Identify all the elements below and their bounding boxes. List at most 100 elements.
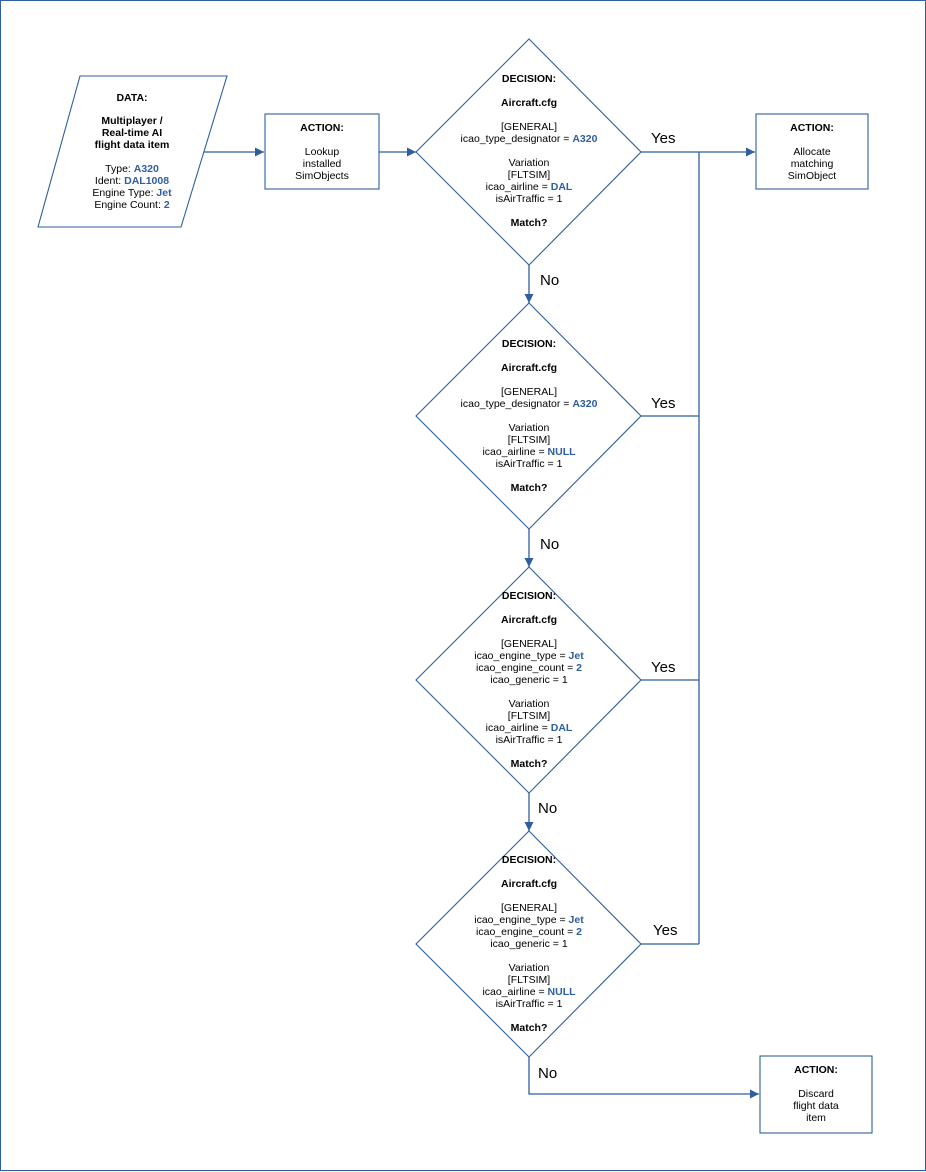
- lookup-action-line-3: SimObjects: [295, 170, 349, 182]
- data-field-engine-type: Engine Type: Jet: [92, 187, 172, 199]
- decision-1-yes-label: Yes: [651, 130, 675, 147]
- decision-2-airline-label: icao_airline =: [482, 446, 547, 458]
- data-field-type-label: Type:: [105, 163, 134, 175]
- decision-2: DECISION: Aircraft.cfg [GENERAL] icao_ty…: [415, 302, 642, 530]
- decision-2-no-label: No: [540, 536, 559, 553]
- data-field-engine-count-value: 2: [164, 199, 170, 211]
- allocate-action-line-3: SimObject: [788, 170, 837, 182]
- decision-2-cfg: Aircraft.cfg: [501, 362, 557, 374]
- decision-3-no-label: No: [538, 800, 557, 817]
- lookup-action-title: ACTION:: [300, 122, 344, 134]
- discard-action-title: ACTION:: [794, 1064, 838, 1076]
- decision-4-yes-label: Yes: [653, 922, 677, 939]
- data-field-engine-type-value: Jet: [156, 187, 172, 199]
- discard-action-box: ACTION: Discard flight data item: [759, 1055, 873, 1134]
- decision-1-fltsim: [FLTSIM]: [508, 169, 550, 181]
- decision-2-variation: Variation: [509, 422, 550, 434]
- decision-2-fltsim: [FLTSIM]: [508, 434, 550, 446]
- discard-action-line-2: flight data: [793, 1100, 839, 1112]
- decision-2-question: Match?: [511, 482, 548, 494]
- decision-3-cfg: Aircraft.cfg: [501, 614, 557, 626]
- decision-3-question: Match?: [511, 758, 548, 770]
- allocate-action-rect: [755, 113, 869, 190]
- decision-3-general-row-2: icao_engine_count = 2: [476, 662, 582, 674]
- decision-4-general-row-2: icao_engine_count = 2: [476, 926, 582, 938]
- decision-1-general-row-1-label: icao_type_designator =: [461, 133, 573, 145]
- decision-1-airline-value: DAL: [551, 181, 573, 193]
- arrow-decision-4-no: [528, 1057, 759, 1099]
- data-field-ident-label: Ident:: [95, 175, 124, 187]
- allocate-action-line-1: Allocate: [793, 146, 831, 158]
- decision-1-variation: Variation: [509, 157, 550, 169]
- data-field-engine-count: Engine Count: 2: [94, 199, 169, 211]
- decision-4-general-row-2-value: 2: [576, 926, 582, 938]
- data-field-type: Type: A320: [105, 163, 159, 175]
- decision-4-question: Match?: [511, 1022, 548, 1034]
- decision-4-airline: icao_airline = NULL: [482, 986, 576, 998]
- decision-4: DECISION: Aircraft.cfg [GENERAL] icao_en…: [415, 830, 642, 1058]
- decision-2-air-traffic: isAirTraffic = 1: [496, 458, 563, 470]
- data-box: DATA: Multiplayer / Real-time AI flight …: [37, 75, 228, 228]
- decision-3-general-row-1: icao_engine_type = Jet: [474, 650, 584, 662]
- decision-4-no-label: No: [538, 1065, 557, 1082]
- discard-action-line-1: Discard: [798, 1088, 834, 1100]
- decision-4-variation: Variation: [509, 962, 550, 974]
- decision-2-title: DECISION:: [502, 338, 556, 350]
- decision-4-general-header: [GENERAL]: [501, 902, 557, 914]
- data-line-2: Real-time AI: [102, 127, 162, 139]
- decision-3-general-row-1-value: Jet: [569, 650, 585, 662]
- decision-4-general-row-2-label: icao_engine_count =: [476, 926, 576, 938]
- decision-3-variation: Variation: [509, 698, 550, 710]
- lookup-action-rect: [264, 113, 380, 190]
- decision-3-fltsim: [FLTSIM]: [508, 710, 550, 722]
- decision-3-airline-label: icao_airline =: [486, 722, 551, 734]
- decision-1-title: DECISION:: [502, 73, 556, 85]
- decision-3: DECISION: Aircraft.cfg [GENERAL] icao_en…: [415, 566, 642, 794]
- decision-1-no-label: No: [540, 272, 559, 289]
- data-field-engine-count-label: Engine Count:: [94, 199, 163, 211]
- connectors: [204, 147, 759, 1099]
- decision-4-general-row-1: icao_engine_type = Jet: [474, 914, 584, 926]
- branch-labels: Yes Yes Yes Yes No No No No: [538, 130, 677, 1082]
- data-field-ident: Ident: DAL1008: [95, 175, 169, 187]
- discard-action-line-3: item: [806, 1112, 826, 1124]
- allocate-action-title: ACTION:: [790, 122, 834, 134]
- decision-1-airline-label: icao_airline =: [486, 181, 551, 193]
- decision-1-cfg: Aircraft.cfg: [501, 97, 557, 109]
- discard-action-rect: [759, 1055, 873, 1134]
- decision-4-airline-label: icao_airline =: [482, 986, 547, 998]
- decision-3-general-row-3: icao_generic = 1: [490, 674, 568, 686]
- data-line-3: flight data item: [95, 139, 170, 151]
- decision-2-general-header: [GENERAL]: [501, 386, 557, 398]
- decision-2-airline: icao_airline = NULL: [482, 446, 576, 458]
- decision-1: DECISION: Aircraft.cfg [GENERAL] icao_ty…: [415, 38, 642, 266]
- decision-3-airline-value: DAL: [551, 722, 573, 734]
- allocate-action-line-2: matching: [791, 158, 834, 170]
- decision-1-general-header: [GENERAL]: [501, 121, 557, 133]
- decision-2-general-row-1-value: A320: [572, 398, 597, 410]
- decision-3-general-row-2-value: 2: [576, 662, 582, 674]
- decision-3-general-row-1-label: icao_engine_type =: [474, 650, 568, 662]
- data-field-engine-type-label: Engine Type:: [92, 187, 156, 199]
- decision-3-general-row-2-label: icao_engine_count =: [476, 662, 576, 674]
- decision-1-question: Match?: [511, 217, 548, 229]
- decision-3-general-header: [GENERAL]: [501, 638, 557, 650]
- decision-4-general-row-1-value: Jet: [569, 914, 585, 926]
- decision-4-title: DECISION:: [502, 854, 556, 866]
- decision-2-general-row-1-label: icao_type_designator =: [461, 398, 573, 410]
- data-title: DATA:: [116, 92, 147, 104]
- decision-1-diamond: [415, 38, 642, 266]
- decision-2-diamond: [415, 302, 642, 530]
- decision-2-yes-label: Yes: [651, 395, 675, 412]
- decision-4-diamond: [415, 830, 642, 1058]
- data-parallelogram: [37, 75, 228, 228]
- decision-3-title: DECISION:: [502, 590, 556, 602]
- decision-4-general-row-3: icao_generic = 1: [490, 938, 568, 950]
- data-field-type-value: A320: [134, 163, 159, 175]
- decision-4-airline-value: NULL: [548, 986, 577, 998]
- lookup-action-line-2: installed: [303, 158, 342, 170]
- lookup-action-line-1: Lookup: [305, 146, 340, 158]
- decision-3-diamond: [415, 566, 642, 794]
- decision-4-air-traffic: isAirTraffic = 1: [496, 998, 563, 1010]
